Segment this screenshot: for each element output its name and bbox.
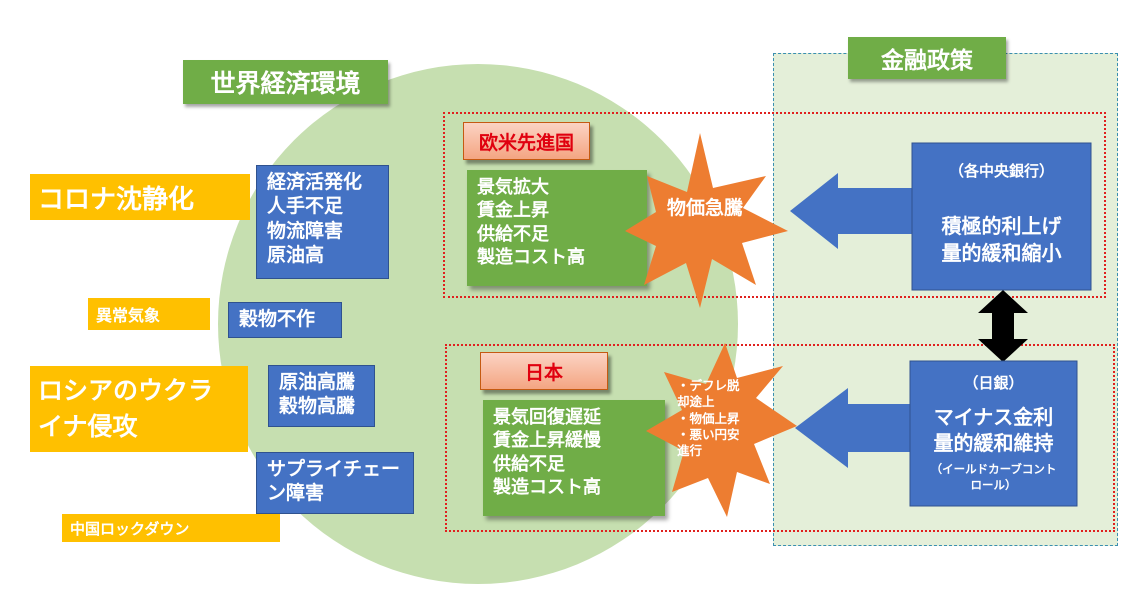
policy-contrast-double-arrow: [978, 290, 1028, 362]
factor-ukraine-label: ロシアのウクラ イナ侵攻: [30, 366, 248, 452]
effects-weather-box: 穀物不作: [228, 302, 342, 338]
japan-burst-text: ・デフレ脱 却途上 ・物価上昇 ・悪い円安 進行: [677, 378, 740, 458]
world-economy-title: 世界経済環境: [183, 60, 388, 104]
effects-covid-box: 経済活発化 人手不足 物流障害 原油高: [256, 165, 389, 279]
boj-arrow: [795, 388, 912, 468]
japan-region-frame: [445, 344, 1115, 532]
west-inflation-text: 物価急騰: [666, 197, 743, 219]
japan-burst: [646, 343, 797, 517]
central-banks-box: [911, 142, 1092, 291]
central-banks-policy: 積極的利上げ 量的緩和縮小: [941, 214, 1062, 265]
factor-covid-label: コロナ沈静化: [30, 174, 250, 220]
japan-region-label: 日本: [480, 352, 608, 390]
factor-china-label: 中国ロックダウン: [62, 514, 280, 542]
west-region-frame: [443, 112, 1106, 298]
factor-weather-label: 異常気象: [88, 298, 210, 330]
boj-policy: マイナス金利 量的緩和維持: [933, 405, 1054, 455]
effects-china-box: サプライチェー ン障害: [256, 452, 414, 514]
central-banks-header: （各中央銀行）: [948, 162, 1054, 180]
monetary-policy-title: 金融政策: [848, 37, 1006, 79]
central-banks-arrow: [790, 173, 912, 249]
boj-header: （日銀）: [963, 374, 1024, 392]
west-conditions-box: 景気拡大 賃金上昇 供給不足 製造コスト高: [467, 170, 647, 286]
japan-conditions-box: 景気回復遅延 賃金上昇緩慢 供給不足 製造コスト高: [483, 400, 665, 516]
effects-ukraine-box: 原油高騰 穀物高騰: [268, 365, 375, 427]
west-inflation-burst: [625, 133, 788, 308]
boj-policy-note: （イールドカーブコント ロール）: [930, 462, 1057, 492]
boj-box: [909, 360, 1078, 507]
west-region-label: 欧米先進国: [463, 122, 590, 160]
